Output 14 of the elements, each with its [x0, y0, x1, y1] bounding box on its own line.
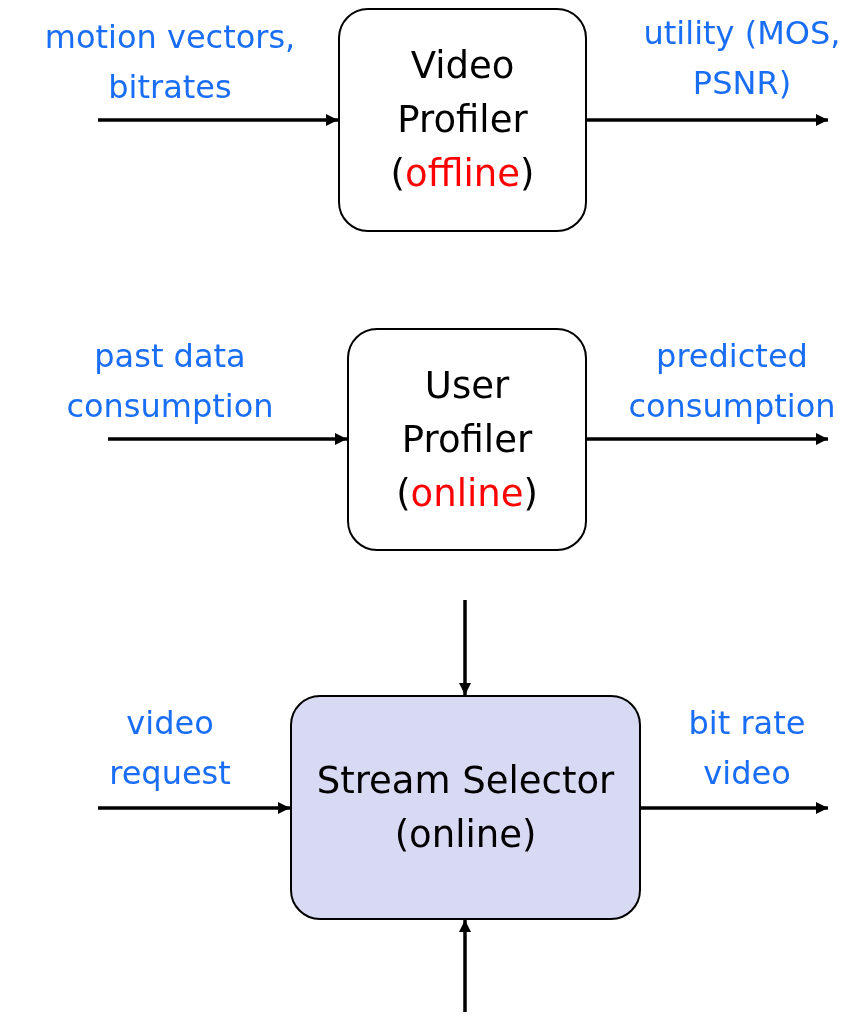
box-label: Stream Selector (online) [315, 757, 616, 858]
arrow [108, 433, 347, 445]
arrow [98, 802, 290, 814]
arrow [587, 114, 828, 126]
box-label: User Profiler (online) [395, 362, 539, 517]
arrow [459, 600, 471, 695]
arrow [98, 114, 338, 126]
process-box [290, 695, 641, 920]
arrow [641, 802, 828, 814]
process-box [338, 8, 587, 232]
process-box [347, 328, 587, 551]
box-label: Video Profiler (offline) [389, 43, 536, 197]
arrow [459, 920, 471, 1012]
arrow [587, 433, 828, 445]
